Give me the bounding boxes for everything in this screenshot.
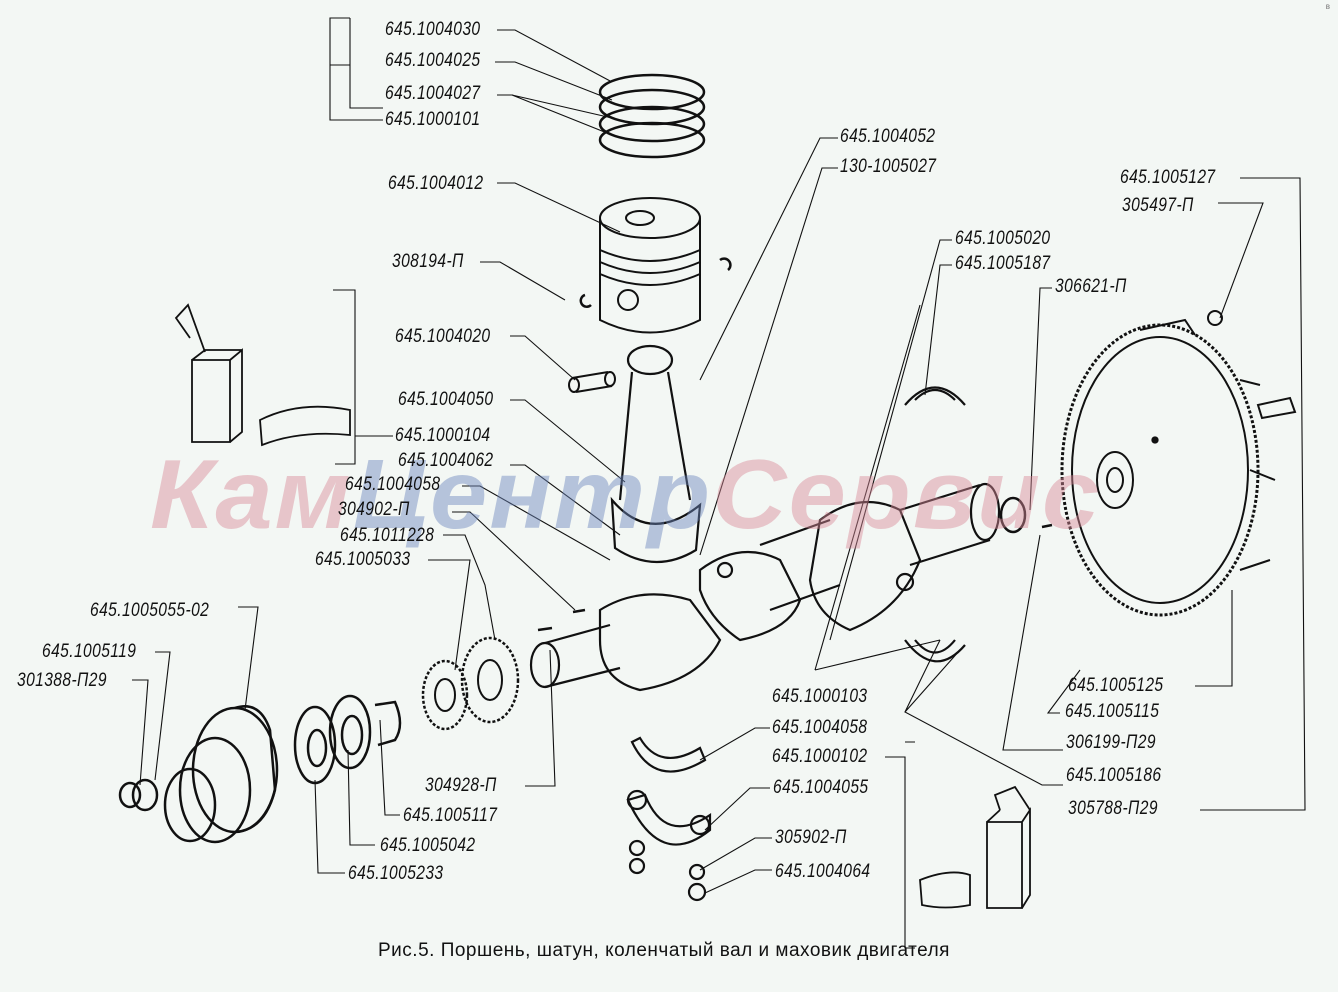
label-gear-oil-pump: 645.1011228 <box>340 525 435 546</box>
crankshaft-gears <box>421 636 520 731</box>
label-plug: 130-1005027 <box>840 156 937 177</box>
rod-bearing-lower <box>630 736 707 773</box>
label-key-a: 304902-П <box>338 499 410 520</box>
label-spacer: 645.1005117 <box>403 805 498 826</box>
label-thrust-half-b: 645.1005187 <box>955 253 1051 274</box>
label-rod-assembly: 645.1004052 <box>840 126 936 147</box>
label-rod-bearing-lower: 645.1004058 <box>772 717 868 738</box>
pilot-bearing <box>999 496 1027 534</box>
label-bearing-306621: 306621-П <box>1055 276 1127 297</box>
seal-washers <box>293 694 402 785</box>
label-flywheel-pin: 645.1005127 <box>1120 167 1216 188</box>
piston-rings <box>598 73 706 159</box>
label-key-b: 304928-П <box>425 775 497 796</box>
label-main-bearing-set: 645.1000103 <box>772 686 868 707</box>
label-piston-pin: 645.1004020 <box>395 326 491 347</box>
label-bolt-front: 301388-П29 <box>17 670 107 691</box>
keys <box>537 523 1053 632</box>
label-gear-crank: 645.1005033 <box>315 549 411 570</box>
label-washer-front: 645.1005119 <box>42 641 137 662</box>
figure-caption: Рис.5. Поршень, шатун, коленчатый вал и … <box>378 940 950 961</box>
label-ring-set: 645.1000101 <box>385 109 481 130</box>
label-bolt-306199: 306199-П29 <box>1066 732 1156 753</box>
circlips <box>579 257 732 308</box>
watermark: КамЦентрСервис <box>150 439 1102 549</box>
rod-cap <box>626 789 712 902</box>
corner-mark: в <box>1325 2 1330 11</box>
bearing-box-left <box>174 303 351 447</box>
label-ring-second: 645.1004025 <box>385 50 481 71</box>
label-rod-bushing: 645.1004050 <box>398 389 494 410</box>
main-bearing-upper <box>904 386 966 406</box>
label-bolt-305497: 305497-П <box>1122 195 1194 216</box>
label-rod-cap: 645.1004055 <box>773 777 869 798</box>
label-flywheel: 645.1005115 <box>1065 701 1160 722</box>
label-seal-washer: 645.1005233 <box>348 863 444 884</box>
label-bolt-305788: 305788-П29 <box>1068 798 1158 819</box>
label-rod-bearing-set: 645.1000104 <box>395 425 491 446</box>
piston-pin <box>568 371 616 393</box>
label-ring-oil: 645.1004027 <box>385 83 481 104</box>
label-pulley: 645.1005055-02 <box>90 600 210 621</box>
leader-lines <box>132 17 1306 949</box>
bearing-box-right <box>919 785 1031 909</box>
crankshaft <box>529 482 1001 692</box>
label-piston: 645.1004012 <box>388 173 484 194</box>
flywheel-pin <box>1207 310 1223 326</box>
label-circlip: 308194-П <box>392 251 464 272</box>
label-ring-top: 645.1004030 <box>385 19 481 40</box>
label-rod-bearing-set-b: 645.1000102 <box>772 746 868 767</box>
connecting-rod <box>610 344 702 564</box>
piston <box>599 197 701 334</box>
label-rod-bolt: 645.1004062 <box>398 450 494 471</box>
label-ring-gear: 645.1005125 <box>1068 675 1164 696</box>
label-main-bearing-half: 645.1005186 <box>1066 765 1162 786</box>
label-rod-bearing-upper: 645.1004058 <box>345 474 441 495</box>
label-oil-deflector: 645.1005042 <box>380 835 476 856</box>
flywheel <box>1060 318 1276 617</box>
crankshaft-pulley <box>118 705 279 844</box>
label-thrust-half-a: 645.1005020 <box>955 228 1051 249</box>
label-rod-nut: 645.1004064 <box>775 861 871 882</box>
flywheel-bolt <box>1256 396 1297 420</box>
label-nut-305902: 305902-П <box>775 827 847 848</box>
